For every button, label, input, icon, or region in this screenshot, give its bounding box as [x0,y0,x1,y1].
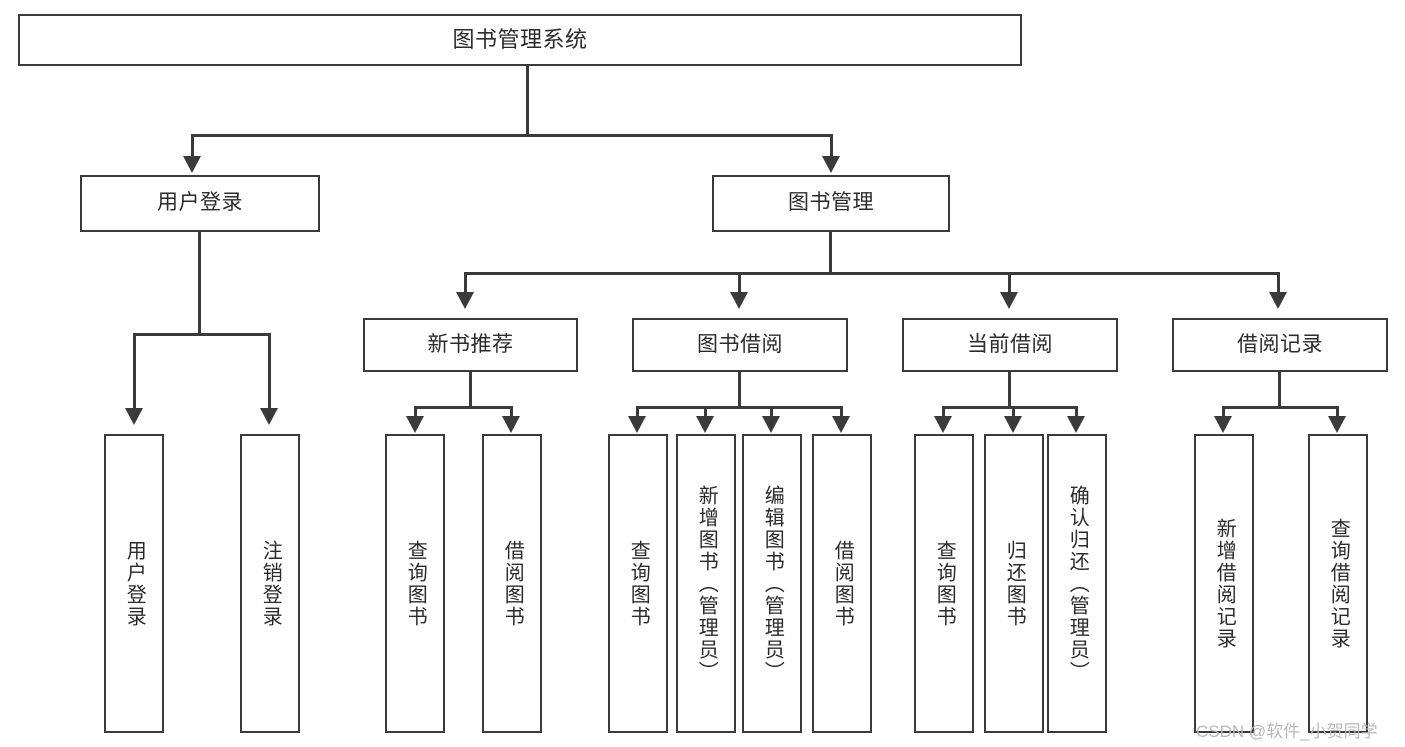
arrowhead-new-book [456,292,474,309]
arrowhead-cb-confirm-return [1067,416,1085,433]
node-label: 确认归还（管理员） [1066,484,1089,683]
leaf-logout[interactable]: 注销登录 [240,434,300,733]
leaf-nb-query-book[interactable]: 查询图书 [385,434,445,733]
node-label: 查询借阅记录 [1327,517,1350,650]
node-book-borrow[interactable]: 图书借阅 [632,318,848,372]
node-label: 注销登录 [259,539,282,628]
connector-br-drop-2 [1336,406,1339,416]
connector-to-new-book [464,272,467,292]
connector-new-book-bar [414,406,513,409]
node-label: 用户登录 [123,539,146,628]
connector-new-book-drop-2 [510,406,513,416]
connector-borrow-record-bar [1222,406,1339,409]
arrowhead-user-login [183,156,201,173]
node-new-book-recommend[interactable]: 新书推荐 [363,318,578,372]
arrowhead-nb-borrow-book [502,416,520,433]
connector-borrow-record-stem [1278,372,1281,409]
node-label: 编辑图书（管理员） [761,484,784,683]
leaf-br-add-record[interactable]: 新增借阅记录 [1194,434,1254,733]
connector-root-to-book-mgmt [830,134,833,156]
connector-bb-drop-1 [636,406,639,416]
connector-br-drop-1 [1222,406,1225,416]
connector-new-book-drop-1 [414,406,417,416]
arrowhead-cb-return-book [1004,416,1022,433]
connector-cb-drop-1 [942,406,945,416]
arrowhead-br-query-record [1328,416,1346,433]
connector-to-borrow-book [738,272,741,292]
leaf-cb-query-book[interactable]: 查询图书 [914,434,974,733]
connector-cb-drop-3 [1075,406,1078,416]
connector-bb-drop-4 [840,406,843,416]
arrowhead-borrow-record [1269,292,1287,309]
leaf-bb-borrow-book[interactable]: 借阅图书 [812,434,872,733]
arrowhead-nb-query-book [406,416,424,433]
connector-cb-drop-2 [1012,406,1015,416]
connector-root-to-user-login [191,134,194,156]
node-borrow-record[interactable]: 借阅记录 [1172,318,1388,372]
connector-user-login-bar [133,333,271,336]
arrowhead-br-add-record [1214,416,1232,433]
node-label: 图书管理 [788,191,874,215]
node-label: 图书借阅 [697,332,783,356]
node-label: 用户登录 [157,191,243,215]
arrowhead-current-borrow [1000,292,1018,309]
connector-to-borrow-record [1277,272,1280,292]
connector-borrow-book-stem [738,372,741,409]
connector-root-stem [526,66,529,136]
arrowhead-book-mgmt [822,156,840,173]
node-label: 归还图书 [1003,539,1026,628]
node-current-borrow[interactable]: 当前借阅 [902,318,1118,372]
connector-book-mgmt-stem [829,232,832,274]
connector-current-borrow-stem [1008,372,1011,409]
node-label: 借阅图书 [831,539,854,628]
node-label: 当前借阅 [967,332,1053,356]
leaf-cb-confirm-return[interactable]: 确认归还（管理员） [1047,434,1107,733]
connector-new-book-stem [469,372,472,409]
node-label: 查询图书 [404,539,427,628]
leaf-cb-return-book[interactable]: 归还图书 [984,434,1044,733]
arrowhead-bb-add-book [696,416,714,433]
connector-user-login-stem [198,232,201,335]
leaf-bb-query-book[interactable]: 查询图书 [608,434,668,733]
connector-user-login-drop-2 [268,333,271,408]
node-user-login[interactable]: 用户登录 [80,175,320,232]
leaf-bb-edit-book[interactable]: 编辑图书（管理员） [742,434,802,733]
connector-to-current-borrow [1008,272,1011,292]
connector-bb-drop-2 [704,406,707,416]
arrowhead-leaf-logout [260,408,278,425]
connector-user-login-drop-1 [133,333,136,408]
connector-bb-drop-3 [770,406,773,416]
arrowhead-leaf-user-login [125,408,143,425]
leaf-user-login[interactable]: 用户登录 [104,434,164,733]
node-label: 新增借阅记录 [1213,517,1236,650]
node-label: 图书管理系统 [452,27,588,53]
arrowhead-borrow-book [730,292,748,309]
node-book-management[interactable]: 图书管理 [712,175,950,232]
csdn-watermark: CSDN @软件_小贺同学 [1196,722,1378,741]
node-root-system[interactable]: 图书管理系统 [18,14,1022,66]
node-label: 借阅图书 [501,539,524,628]
arrowhead-bb-query-book [628,416,646,433]
arrowhead-bb-borrow-book [832,416,850,433]
connector-book-mgmt-bar [464,272,1280,275]
connector-root-bar [191,134,833,137]
leaf-bb-add-book[interactable]: 新增图书（管理员） [676,434,736,733]
connector-current-borrow-bar [942,406,1078,409]
connector-borrow-book-bar [636,406,843,409]
node-label: 新书推荐 [427,332,514,356]
leaf-br-query-record[interactable]: 查询借阅记录 [1308,434,1368,733]
leaf-nb-borrow-book[interactable]: 借阅图书 [482,434,542,733]
node-label: 查询图书 [933,539,956,628]
node-label: 查询图书 [627,539,650,628]
arrowhead-bb-edit-book [762,416,780,433]
node-label: 借阅记录 [1237,332,1323,356]
arrowhead-cb-query-book [934,416,952,433]
node-label: 新增图书（管理员） [695,484,718,683]
